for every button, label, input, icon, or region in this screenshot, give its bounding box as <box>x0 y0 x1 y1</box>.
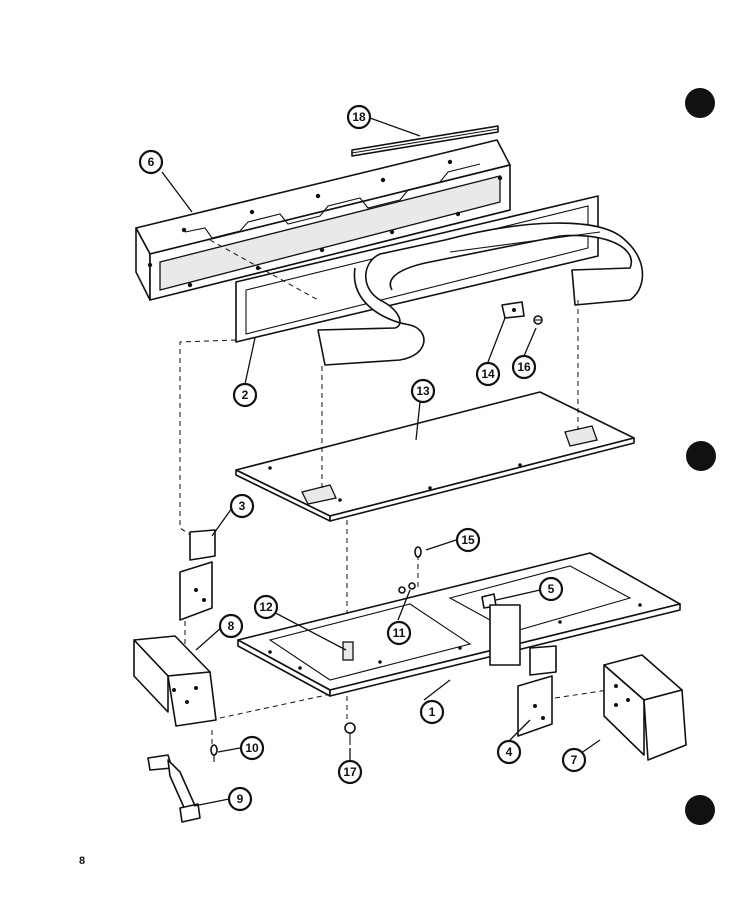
svg-text:8: 8 <box>228 619 235 633</box>
callout-17: 17 <box>337 759 363 785</box>
svg-text:4: 4 <box>506 745 513 759</box>
part-lever <box>147 754 201 823</box>
svg-text:17: 17 <box>343 765 357 779</box>
callout-1: 1 <box>419 699 445 725</box>
svg-text:18: 18 <box>352 110 366 124</box>
svg-text:10: 10 <box>245 741 259 755</box>
part-circuit-board <box>235 391 635 522</box>
callout-6: 6 <box>138 149 164 175</box>
callout-14: 14 <box>475 361 501 387</box>
punch-hole-top <box>685 88 715 118</box>
callout-2: 2 <box>232 382 258 408</box>
svg-text:11: 11 <box>393 626 406 640</box>
callout-15: 15 <box>455 527 481 553</box>
part-ribbon-cable <box>317 222 644 366</box>
part-left-bracket <box>179 529 216 621</box>
svg-text:5: 5 <box>548 582 555 596</box>
svg-text:3: 3 <box>239 499 246 513</box>
callout-10: 10 <box>239 735 265 761</box>
svg-text:2: 2 <box>242 388 249 402</box>
leader-lines <box>161 117 601 807</box>
svg-text:13: 13 <box>416 384 430 398</box>
svg-text:16: 16 <box>517 360 531 374</box>
callout-8: 8 <box>218 613 244 639</box>
part-left-rail <box>133 635 217 727</box>
callout-7: 7 <box>561 747 587 773</box>
svg-text:15: 15 <box>461 533 475 547</box>
part-connector-small <box>398 582 416 594</box>
part-clip <box>501 301 525 319</box>
callout-3: 3 <box>229 493 255 519</box>
part-screw-top <box>414 546 422 558</box>
page-number: 8 <box>79 855 86 867</box>
callout-5: 5 <box>538 576 564 602</box>
callout-9: 9 <box>227 786 253 812</box>
punch-hole-bottom <box>685 795 715 825</box>
punch-hole-middle <box>686 441 716 471</box>
callout-12: 12 <box>253 594 279 620</box>
svg-text:12: 12 <box>259 600 273 614</box>
svg-text:1: 1 <box>429 705 436 719</box>
svg-text:7: 7 <box>571 753 578 767</box>
part-trim-strip <box>351 125 499 157</box>
part-screw-bottom <box>344 722 356 745</box>
part-right-rail <box>603 654 687 761</box>
svg-text:9: 9 <box>237 792 244 806</box>
callout-4: 4 <box>496 739 522 765</box>
part-right-bracket <box>517 645 557 737</box>
svg-text:6: 6 <box>148 155 155 169</box>
part-pin <box>210 744 218 762</box>
part-screw-small <box>533 315 543 325</box>
part-standoff <box>342 604 521 666</box>
callout-16: 16 <box>511 354 537 380</box>
callout-13: 13 <box>410 378 436 404</box>
part-front-frame <box>135 139 511 301</box>
svg-text:14: 14 <box>481 367 495 381</box>
callout-11: 11 <box>386 620 412 646</box>
callout-18: 18 <box>346 104 372 130</box>
